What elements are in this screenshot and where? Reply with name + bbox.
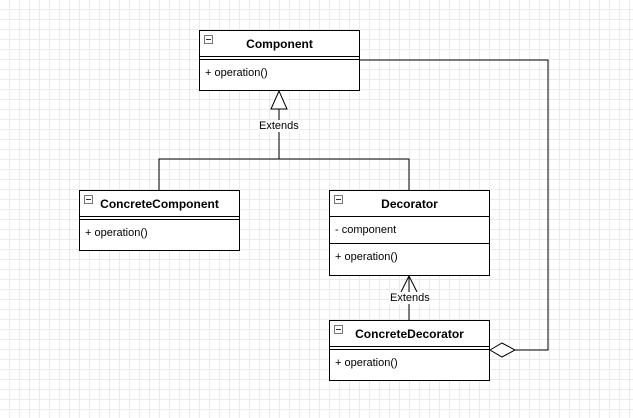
component-inheritance-arrowhead [270,89,288,110]
collapse-icon[interactable] [84,195,93,204]
component-tree-branch [158,158,410,190]
decorator-open-arrowhead [400,274,418,293]
class-header: ConcreteDecorator [330,321,489,347]
class-header: ConcreteComponent [80,191,239,217]
aggregation-diamond [489,342,517,358]
attribute-row[interactable]: - component [330,217,489,244]
method-row[interactable]: + operation() [335,251,398,263]
collapse-icon[interactable] [334,195,343,204]
collapse-icon[interactable] [334,325,343,334]
class-concrete-component[interactable]: ConcreteComponent + operation() [79,190,240,251]
attribute-separator [200,57,359,60]
class-name: Component [246,37,313,51]
class-component[interactable]: Component + operation() [199,30,360,91]
method-row[interactable]: + operation() [205,67,268,79]
class-name: Decorator [381,197,438,211]
class-concrete-decorator[interactable]: ConcreteDecorator + operation() [329,320,490,381]
method-row[interactable]: + operation() [335,357,398,369]
class-decorator[interactable]: Decorator - component + operation() [329,190,490,276]
class-header: Component [200,31,359,57]
class-name: ConcreteDecorator [355,327,464,341]
attribute-separator [330,347,489,350]
collapse-icon[interactable] [204,35,213,44]
attribute-separator [80,217,239,220]
class-header: Decorator [330,191,489,217]
component-extends-label: Extends [258,120,300,132]
class-name: ConcreteComponent [100,197,219,211]
aggregation-line [359,59,549,351]
decorator-extends-label: Extends [389,292,431,304]
method-row[interactable]: + operation() [85,227,148,239]
